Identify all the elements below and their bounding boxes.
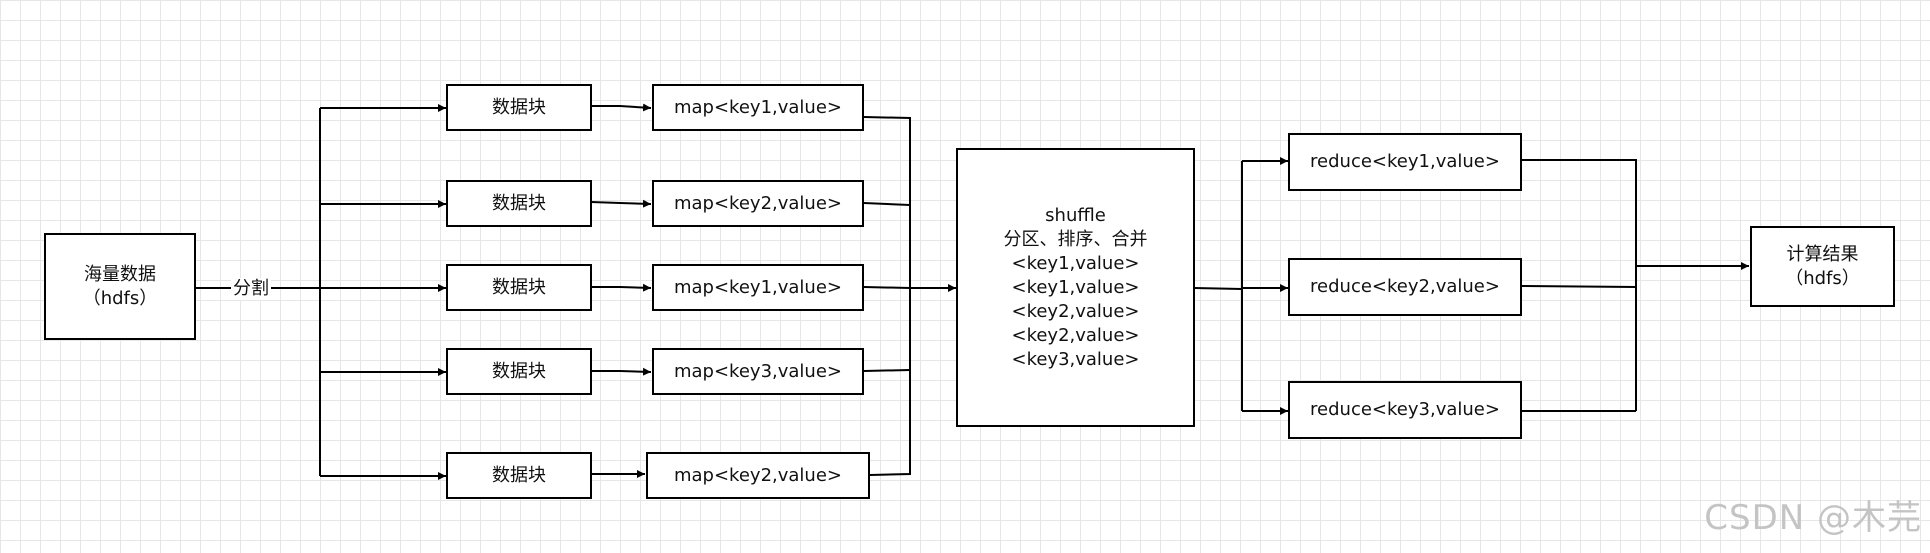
map-node: map<key2,value> <box>646 452 870 499</box>
data-block-label: 数据块 <box>492 276 546 298</box>
shuffle-node: shuffle 分区、排序、合并 <key1,value> <key1,valu… <box>956 148 1195 427</box>
edge-map-5-out <box>869 288 911 476</box>
edge-block-to-map-4 <box>591 367 652 376</box>
map-node: map<key3,value> <box>652 348 864 395</box>
edge-block-to-map-3 <box>591 283 652 292</box>
split-label: 分割 <box>231 278 271 300</box>
reduce-label: reduce<key2,value> <box>1310 276 1500 297</box>
data-block-label: 数据块 <box>492 464 546 486</box>
reduce-node: reduce<key1,value> <box>1288 133 1522 191</box>
data-block-node: 数据块 <box>446 180 592 227</box>
result-node: 计算结果 （hdfs） <box>1750 226 1895 307</box>
edge-reduce-2-out <box>1520 285 1637 288</box>
reduce-label: reduce<key3,value> <box>1310 399 1500 420</box>
watermark-text: CSDN @木芫 <box>1704 498 1922 538</box>
edge-shuffle-out <box>1193 287 1243 290</box>
data-block-node: 数据块 <box>446 348 592 395</box>
reduce-node: reduce<key2,value> <box>1288 258 1522 316</box>
edge-map-1-out <box>863 116 911 288</box>
result-subtitle: （hdfs） <box>1785 267 1860 289</box>
edge-map-3-out <box>863 286 911 289</box>
edge-map-2-out <box>863 202 911 206</box>
data-block-label: 数据块 <box>492 360 546 382</box>
data-block-label: 数据块 <box>492 96 546 118</box>
map-node: map<key2,value> <box>652 180 864 227</box>
reduce-node: reduce<key3,value> <box>1288 381 1522 439</box>
map-label: map<key1,value> <box>673 96 842 118</box>
shuffle-title: shuffle <box>1045 204 1106 226</box>
shuffle-pair: <key2,value> <box>1011 324 1140 346</box>
shuffle-pair: <key1,value> <box>1011 276 1140 298</box>
map-label: map<key1,value> <box>673 276 842 298</box>
map-node: map<key1,value> <box>652 264 864 311</box>
reduce-label: reduce<key1,value> <box>1310 151 1500 172</box>
data-block-node: 数据块 <box>446 84 592 131</box>
edge-block-to-map-2 <box>590 199 652 208</box>
data-block-node: 数据块 <box>446 264 592 311</box>
map-label: map<key3,value> <box>673 360 842 382</box>
edge-map-4-out <box>863 369 911 372</box>
map-node: map<key1,value> <box>652 84 864 131</box>
map-label: map<key2,value> <box>673 464 842 486</box>
result-title: 计算结果 <box>1786 243 1859 265</box>
data-block-node: 数据块 <box>446 452 592 499</box>
source-subtitle: （hdfs） <box>82 287 158 309</box>
shuffle-pair: <key2,value> <box>1011 300 1140 322</box>
source-node: 海量数据 （hdfs） <box>44 233 196 340</box>
map-label: map<key2,value> <box>673 192 842 214</box>
edge-reduce-1-out <box>1521 159 1637 411</box>
shuffle-pair: <key1,value> <box>1011 252 1140 274</box>
shuffle-subtitle: 分区、排序、合并 <box>1003 228 1148 250</box>
source-title: 海量数据 <box>84 263 156 285</box>
data-block-label: 数据块 <box>492 192 546 214</box>
shuffle-pair: <key3,value> <box>1011 348 1140 370</box>
edge-block-to-map-1 <box>591 103 652 112</box>
